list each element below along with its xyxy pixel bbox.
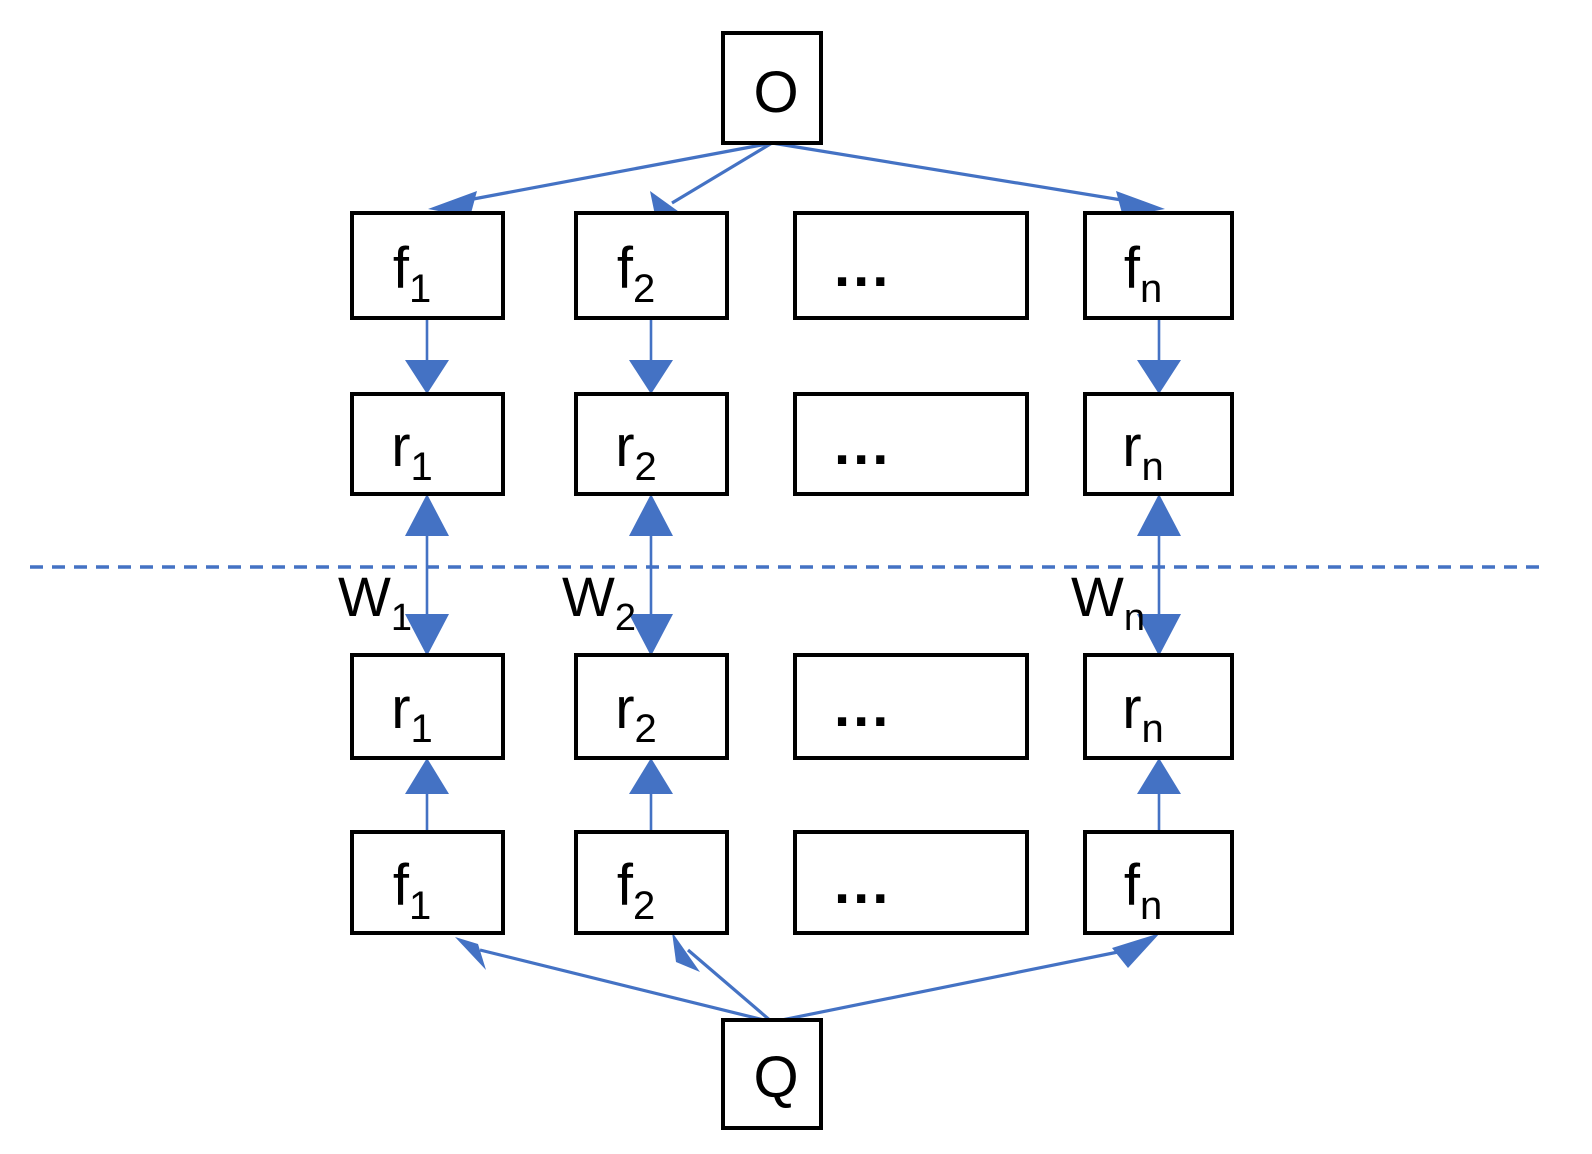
arrow-head-weight-2-down xyxy=(629,614,673,656)
node-top-f-ellipsis-box[interactable] xyxy=(793,211,1029,320)
node-bottom-rn-label: rn xyxy=(1122,676,1164,751)
node-bottom-r-ellipsis-label: ... xyxy=(834,674,891,739)
edges-top-f-to-r xyxy=(405,318,1181,394)
arrow-head-weight-n-up xyxy=(1137,494,1181,536)
arrow-head-query-to-fn xyxy=(1112,933,1160,968)
node-output-box[interactable] xyxy=(721,31,823,145)
node-top-r2-box[interactable] xyxy=(574,392,729,496)
node-bottom-f1-box[interactable] xyxy=(350,830,505,935)
node-bottom-rn[interactable]: rn xyxy=(1083,653,1234,760)
node-bottom-rn-box[interactable] xyxy=(1083,653,1234,760)
node-bottom-f2-box[interactable] xyxy=(574,830,729,935)
arrow-head-output-to-fn xyxy=(1116,191,1165,217)
arrow-head-f2-to-r2-bottom xyxy=(629,758,673,794)
node-bottom-f1-label: f1 xyxy=(393,853,431,928)
node-top-r-ellipsis-label: ... xyxy=(834,412,891,477)
node-top-f2-box[interactable] xyxy=(574,211,729,320)
node-top-rn-box[interactable] xyxy=(1083,392,1234,496)
node-bottom-f2-label: f2 xyxy=(617,853,655,928)
node-query-box[interactable] xyxy=(721,1018,823,1130)
arrow-head-query-to-f1 xyxy=(455,937,486,970)
node-top-r1-label: r1 xyxy=(391,414,433,489)
node-bottom-r2[interactable]: r2 xyxy=(574,653,729,760)
edge-output-to-f2 xyxy=(671,141,773,205)
weight-label-2: W2 xyxy=(562,565,636,639)
node-bottom-r1-box[interactable] xyxy=(350,653,505,760)
node-top-rn-label: rn xyxy=(1122,414,1164,489)
node-top-r2-label: r2 xyxy=(615,414,657,489)
node-bottom-fn[interactable]: fn xyxy=(1083,830,1234,935)
edge-query-to-f1 xyxy=(479,948,773,1024)
node-bottom-f-ellipsis-box[interactable] xyxy=(793,830,1029,935)
node-top-f-ellipsis[interactable]: ... xyxy=(793,211,1029,320)
edges-from-query xyxy=(455,932,1160,1024)
arrow-head-weight-2-up xyxy=(629,494,673,536)
edge-output-to-f1 xyxy=(451,141,773,205)
node-bottom-f2[interactable]: f2 xyxy=(574,830,729,935)
weight-label-n: Wn xyxy=(1071,565,1145,639)
arrow-head-fn-to-rn-top xyxy=(1137,360,1181,394)
row-bottom-f: f1 f2 ... fn xyxy=(350,830,1234,935)
row-bottom-r: r1 r2 ... rn xyxy=(350,653,1234,760)
node-bottom-r1[interactable]: r1 xyxy=(350,653,505,760)
node-bottom-f-ellipsis[interactable]: ... xyxy=(793,830,1029,935)
node-bottom-r2-label: r2 xyxy=(615,676,657,751)
node-output[interactable]: O xyxy=(721,31,823,145)
node-bottom-f1[interactable]: f1 xyxy=(350,830,505,935)
arrow-head-output-to-f1 xyxy=(428,191,477,217)
arrow-head-f2-to-r2-top xyxy=(629,360,673,394)
node-query-label: Q xyxy=(753,1045,798,1110)
row-top-r: r1 r2 ... rn xyxy=(350,392,1234,496)
node-top-fn-label: fn xyxy=(1124,236,1162,311)
node-top-f-ellipsis-label: ... xyxy=(834,234,891,299)
node-top-f2[interactable]: f2 xyxy=(574,211,729,320)
node-top-fn-box[interactable] xyxy=(1083,211,1234,320)
arrow-head-query-to-f2 xyxy=(672,932,700,972)
node-bottom-r-ellipsis-box[interactable] xyxy=(793,653,1029,760)
node-top-rn[interactable]: rn xyxy=(1083,392,1234,496)
edges-from-output xyxy=(428,141,1165,220)
node-bottom-r1-label: r1 xyxy=(391,676,433,751)
arrow-head-f1-to-r1-bottom xyxy=(405,758,449,794)
edge-query-to-f2 xyxy=(686,948,774,1024)
node-bottom-r2-box[interactable] xyxy=(574,653,729,760)
arrow-head-weight-1-up xyxy=(405,494,449,536)
node-top-r1-box[interactable] xyxy=(350,392,505,496)
node-top-r-ellipsis-box[interactable] xyxy=(793,392,1029,496)
node-top-r-ellipsis[interactable]: ... xyxy=(793,392,1029,496)
node-top-fn[interactable]: fn xyxy=(1083,211,1234,320)
node-bottom-fn-box[interactable] xyxy=(1083,830,1234,935)
node-bottom-fn-label: fn xyxy=(1124,853,1162,928)
weight-label-1: W1 xyxy=(338,565,412,639)
edge-query-to-fn xyxy=(771,948,1129,1024)
arrow-head-weight-n-down xyxy=(1137,614,1181,656)
edge-output-to-fn xyxy=(771,141,1141,205)
row-top-f: f1 f2 ... fn xyxy=(350,211,1234,320)
node-top-r2[interactable]: r2 xyxy=(574,392,729,496)
arrow-head-f1-to-r1-top xyxy=(405,360,449,394)
node-bottom-f-ellipsis-label: ... xyxy=(834,851,891,916)
edges-weight-double-arrows xyxy=(405,494,1181,656)
arrow-head-weight-1-down xyxy=(405,614,449,656)
weight-labels: W1 W2 Wn xyxy=(338,565,1145,639)
node-query[interactable]: Q xyxy=(721,1018,823,1130)
node-top-f1-box[interactable] xyxy=(350,211,505,320)
node-top-f2-label: f2 xyxy=(617,236,655,311)
node-top-f1[interactable]: f1 xyxy=(350,211,505,320)
node-bottom-r-ellipsis[interactable]: ... xyxy=(793,653,1029,760)
node-top-r1[interactable]: r1 xyxy=(350,392,505,496)
arrow-head-fn-to-rn-bottom xyxy=(1137,758,1181,794)
edges-bottom-f-to-r xyxy=(405,758,1181,832)
node-top-f1-label: f1 xyxy=(393,236,431,311)
node-output-label: O xyxy=(753,60,798,125)
